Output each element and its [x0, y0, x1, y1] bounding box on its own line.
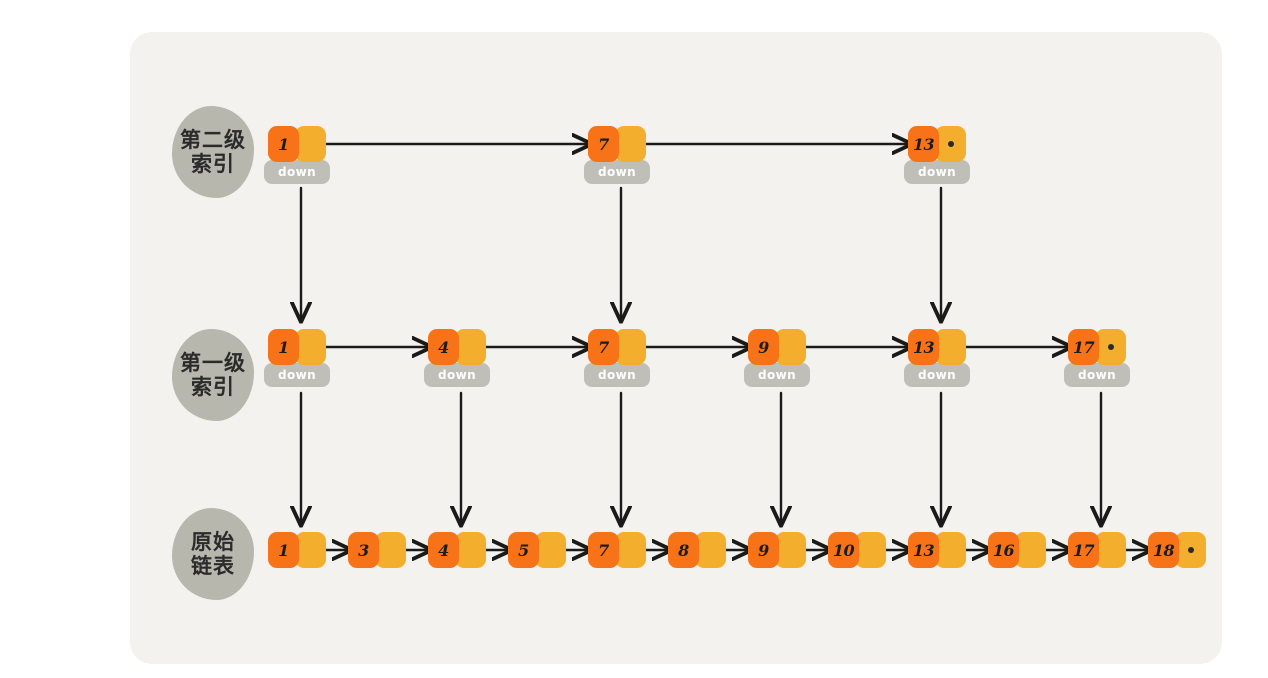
node-original-linked-list-18[interactable]: 18 [1148, 532, 1206, 568]
node-pointer-box [1015, 532, 1046, 568]
down-badge-level-1-index-17: down [1064, 363, 1130, 387]
node-value: 8 [668, 532, 699, 568]
node-pointer-box [775, 329, 806, 365]
node-original-linked-list-5[interactable]: 5 [508, 532, 566, 568]
down-badge-level-2-index-13: down [904, 160, 970, 184]
down-badge-level-1-index-13: down [904, 363, 970, 387]
down-badge-level-1-index-1: down [264, 363, 330, 387]
row-label-line: 原始 [191, 529, 235, 554]
down-badge-level-2-index-7: down [584, 160, 650, 184]
node-pointer-null [935, 126, 966, 162]
node-original-linked-list-13[interactable]: 13 [908, 532, 966, 568]
node-level-1-index-1[interactable]: 1 [268, 329, 326, 365]
node-level-1-index-17[interactable]: 17 [1068, 329, 1126, 365]
node-level-2-index-13[interactable]: 13 [908, 126, 966, 162]
node-value: 4 [428, 532, 459, 568]
node-original-linked-list-9[interactable]: 9 [748, 532, 806, 568]
row-label-line: 索引 [191, 375, 235, 399]
node-value: 1 [268, 532, 299, 568]
node-level-1-index-7[interactable]: 7 [588, 329, 646, 365]
node-pointer-box [455, 329, 486, 365]
node-pointer-box [455, 532, 486, 568]
node-pointer-box [695, 532, 726, 568]
node-pointer-null [1095, 329, 1126, 365]
node-pointer-box [295, 126, 326, 162]
row-label-level-1-index: 第一级索引 [172, 329, 254, 421]
node-value: 13 [908, 532, 939, 568]
node-original-linked-list-1[interactable]: 1 [268, 532, 326, 568]
node-pointer-box [935, 532, 966, 568]
row-label-line: 链表 [191, 554, 235, 578]
node-value: 3 [348, 532, 379, 568]
node-value: 18 [1148, 532, 1179, 568]
node-value: 13 [908, 126, 939, 162]
node-level-1-index-13[interactable]: 13 [908, 329, 966, 365]
node-original-linked-list-7[interactable]: 7 [588, 532, 646, 568]
row-label-line: 第二级 [180, 127, 246, 152]
row-label-line: 索引 [191, 152, 235, 176]
node-value: 5 [508, 532, 539, 568]
node-value: 17 [1068, 329, 1099, 365]
down-badge-level-2-index-1: down [264, 160, 330, 184]
node-value: 7 [588, 532, 619, 568]
node-pointer-box [295, 532, 326, 568]
down-badge-level-1-index-9: down [744, 363, 810, 387]
node-pointer-box [535, 532, 566, 568]
node-value: 4 [428, 329, 459, 365]
node-value: 1 [268, 329, 299, 365]
node-pointer-box [935, 329, 966, 365]
node-original-linked-list-3[interactable]: 3 [348, 532, 406, 568]
node-pointer-box [615, 532, 646, 568]
node-pointer-box [775, 532, 806, 568]
node-value: 9 [748, 329, 779, 365]
node-value: 13 [908, 329, 939, 365]
row-label-line: 第一级 [180, 350, 246, 375]
node-pointer-box [855, 532, 886, 568]
node-pointer-box [295, 329, 326, 365]
node-original-linked-list-4[interactable]: 4 [428, 532, 486, 568]
node-pointer-box [615, 126, 646, 162]
node-pointer-null [1175, 532, 1206, 568]
node-original-linked-list-16[interactable]: 16 [988, 532, 1046, 568]
node-original-linked-list-8[interactable]: 8 [668, 532, 726, 568]
node-level-1-index-4[interactable]: 4 [428, 329, 486, 365]
node-value: 1 [268, 126, 299, 162]
down-badge-level-1-index-4: down [424, 363, 490, 387]
node-level-1-index-9[interactable]: 9 [748, 329, 806, 365]
node-value: 16 [988, 532, 1019, 568]
node-level-2-index-1[interactable]: 1 [268, 126, 326, 162]
node-value: 10 [828, 532, 859, 568]
node-value: 7 [588, 126, 619, 162]
node-original-linked-list-10[interactable]: 10 [828, 532, 886, 568]
node-value: 9 [748, 532, 779, 568]
node-pointer-box [615, 329, 646, 365]
down-badge-level-1-index-7: down [584, 363, 650, 387]
row-label-level-2-index: 第二级索引 [172, 106, 254, 198]
node-value: 17 [1068, 532, 1099, 568]
node-value: 7 [588, 329, 619, 365]
node-pointer-box [1095, 532, 1126, 568]
node-original-linked-list-17[interactable]: 17 [1068, 532, 1126, 568]
node-pointer-box [375, 532, 406, 568]
node-level-2-index-7[interactable]: 7 [588, 126, 646, 162]
down-pointer-arrows [301, 186, 1101, 524]
row-label-original-linked-list: 原始链表 [172, 508, 254, 600]
